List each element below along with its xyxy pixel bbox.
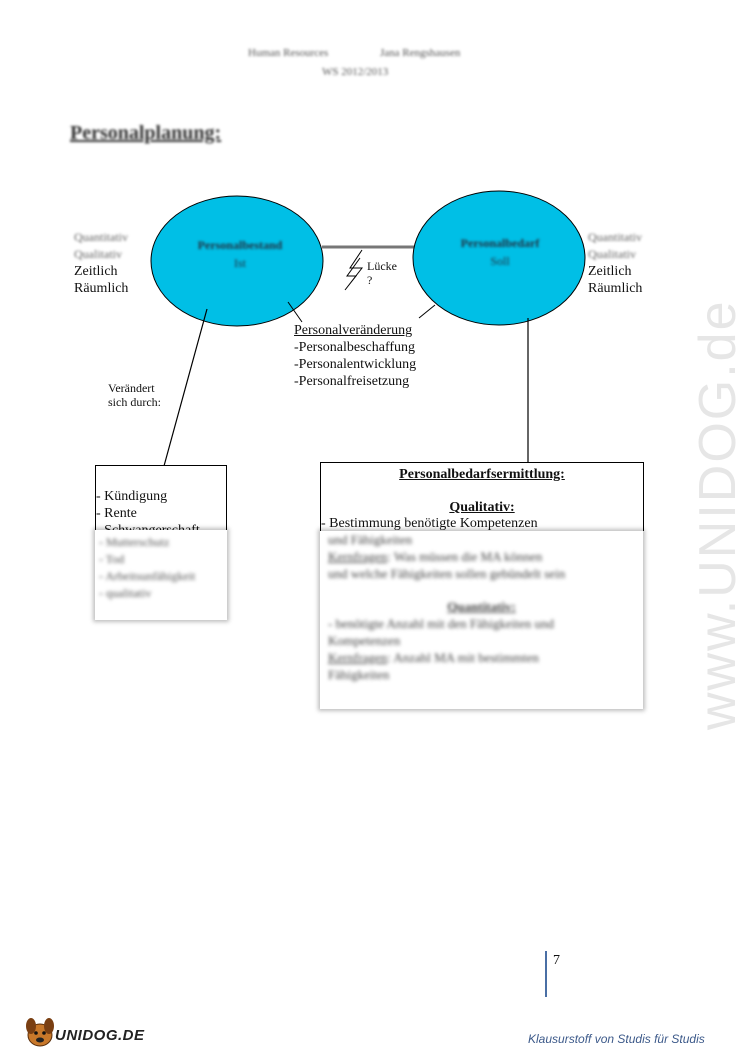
demand-assessment-box-faded: und Fähigkeiten Kernfragen: Was müssen d… [320, 531, 643, 709]
quantitative-question-text: : Anzahl MA mit bestimmten [387, 650, 539, 665]
personnel-change-item: -Personalbeschaffung [294, 340, 416, 355]
personnel-change-block: Personalveränderung -Personalbeschaffung… [294, 322, 416, 390]
diagram-lines [150, 190, 586, 467]
reason-item-faded: - qualitativ [99, 586, 152, 600]
right-label-quantitativ: Quantitativ [588, 230, 642, 244]
left-circle-to-box-line [163, 308, 208, 467]
right-label-qualitativ: Qualitativ [588, 247, 636, 261]
lightning-bolt-icon [344, 249, 364, 291]
reason-item: - Rente [96, 506, 137, 521]
right-circle-to-changes-line [418, 304, 436, 319]
reason-item-faded: - Tod [99, 552, 125, 566]
left-reasons-box-faded: - Mutterschutz - Tod - Arbeitsunfähigkei… [95, 530, 227, 620]
left-circle-to-changes-line [287, 301, 303, 323]
changes-by-line1: Verändert [108, 381, 155, 395]
left-dimension-labels: Quantitativ Qualitativ Zeitlich Räumlich [74, 229, 128, 297]
left-circle-title: Personalbestand [197, 238, 283, 252]
left-label-quantitativ: Quantitativ [74, 230, 128, 244]
header-semester: WS 2012/2013 [322, 66, 389, 78]
reason-item-faded: - Arbeitsunfähigkeit [99, 569, 196, 583]
personnel-change-heading: Personalveränderung [294, 323, 413, 338]
quantitative-line: - benötigte Anzahl mit den Fähigkeiten u… [328, 616, 555, 631]
changes-by-line2: sich durch: [108, 395, 161, 409]
right-dimension-labels: Quantitativ Qualitativ Zeitlich Räumlich [588, 229, 642, 297]
quantitative-question-label: Kernfragen [328, 650, 388, 665]
reason-item: - Kündigung [96, 489, 168, 504]
left-circle-shape [150, 195, 324, 327]
page-number-rule [545, 951, 547, 997]
qualitative-question-label: Kernfragen [328, 549, 388, 564]
qualitative-question-line2: und welche Fähigkeiten sollen gebündelt … [328, 566, 566, 581]
personnel-change-item: -Personalentwicklung [294, 357, 417, 372]
dog-logo-icon [26, 1018, 54, 1047]
quantitative-line2: Kompetenzen [328, 633, 401, 648]
right-label-zeitlich: Zeitlich [588, 264, 632, 279]
quantitative-heading: Quantitativ: [447, 599, 516, 614]
changes-by-label: Verändert sich durch: [108, 381, 161, 409]
quantitative-question-line2: Fähigkeiten [328, 667, 390, 682]
reason-item-faded: - Mutterschutz [99, 535, 170, 549]
header-course: Human Resources [248, 47, 329, 59]
gap-label: Lücke ? [367, 259, 397, 287]
right-label-raeumlich: Räumlich [588, 281, 643, 296]
gap-label-question: ? [367, 273, 373, 287]
page-title: Personalplanung: [70, 122, 222, 144]
gap-label-word: Lücke [367, 259, 397, 273]
footer-logo-text: UNIDOG.DE [55, 1027, 145, 1044]
page-number: 7 [553, 953, 560, 968]
left-label-raeumlich: Räumlich [74, 281, 129, 296]
qualitative-line-faded: und Fähigkeiten [328, 532, 413, 547]
qualitative-line: - Bestimmung benötigte Kompetenzen [321, 516, 538, 531]
right-circle-subtitle: Soll [490, 254, 510, 268]
personnel-change-item: -Personalfreisetzung [294, 374, 410, 389]
reason-item: - Schwangerschaft [96, 522, 226, 530]
qualitative-heading: Qualitativ: [449, 500, 515, 515]
right-circle-shape [412, 190, 586, 326]
demand-assessment-title: Personalbedarfsermittlung: [399, 467, 565, 482]
qualitative-question-text: : Was müssen die MA können [387, 549, 543, 564]
footer-tagline: Klausurstoff von Studis für Studis [528, 1032, 705, 1046]
left-circle-subtitle: Ist [234, 256, 246, 270]
left-label-zeitlich: Zeitlich [74, 264, 118, 279]
header-author: Jana Rengshausen [380, 47, 461, 59]
demand-assessment-box: Personalbedarfsermittlung: Qualitativ: -… [320, 462, 644, 531]
right-circle-title: Personalbedarf [460, 236, 540, 250]
left-reasons-box: - Kündigung - Rente - Schwangerschaft [95, 465, 227, 530]
left-label-qualitativ: Qualitativ [74, 247, 122, 261]
